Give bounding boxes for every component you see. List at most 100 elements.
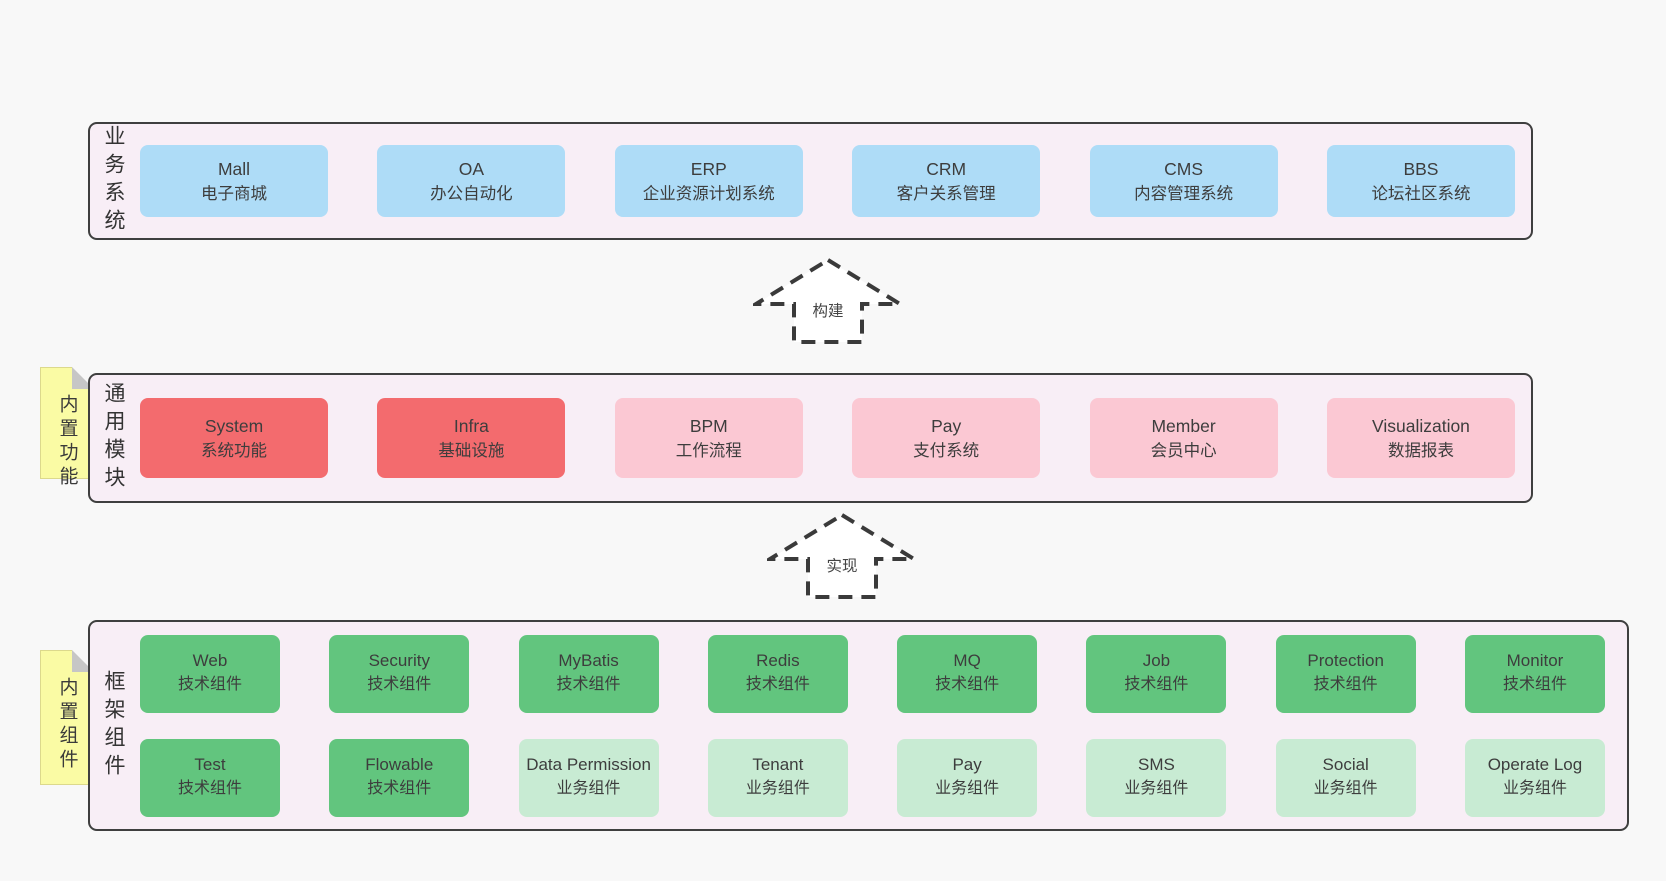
box-monitor: Monitor 技术组件 [1464, 634, 1605, 713]
box-flowable: Flowable 技术组件 [329, 738, 470, 817]
box-title: CRM [926, 158, 967, 179]
layer-label-framework-components: 框架组件 [102, 669, 125, 782]
sticky-note-text: 内置组件 [56, 677, 78, 773]
box-subtitle: 技术组件 [745, 675, 810, 693]
layer-framework-components: 框架组件 Web 技术组件 Security 技术组件 MyBatis 技术组件… [88, 620, 1629, 831]
box-title: Infra [453, 415, 489, 436]
box-title: Flowable [365, 755, 434, 775]
box-bpm: BPM 工作流程 [614, 398, 803, 478]
box-subtitle: 会员中心 [1150, 441, 1217, 460]
box-operate-log: Operate Log 业务组件 [1464, 738, 1605, 817]
box-pay: Pay 支付系统 [852, 398, 1041, 478]
box-subtitle: 技术组件 [177, 675, 242, 693]
box-redis: Redis 技术组件 [707, 634, 848, 713]
box-subtitle: 业务组件 [1124, 779, 1189, 797]
box-title: Tenant [752, 755, 804, 775]
box-member: Member 会员中心 [1089, 398, 1278, 478]
box-title: Job [1142, 651, 1171, 671]
sticky-note-built-in-components: 内置组件 [40, 650, 94, 785]
implement-arrow: 实现 [767, 512, 917, 600]
box-subtitle: 论坛社区系统 [1371, 184, 1471, 203]
box-mq: MQ 技术组件 [897, 634, 1038, 713]
layer-label-business-systems: 业务系统 [102, 125, 125, 237]
box-subtitle: 业务组件 [935, 779, 1000, 797]
box-subtitle: 工作流程 [675, 441, 742, 460]
layer-label-common-modules: 通用模块 [102, 382, 125, 494]
component-row-1: Web 技术组件 Security 技术组件 MyBatis 技术组件 Redi… [140, 634, 1605, 713]
box-title: MyBatis [558, 651, 619, 671]
box-subtitle: 技术组件 [935, 675, 1000, 693]
box-subtitle: 系统功能 [201, 441, 267, 460]
box-title: ERP [690, 158, 727, 179]
module-boxes-row: System 系统功能 Infra 基础设施 BPM 工作流程 Pay 支付系统… [140, 398, 1515, 478]
implement-arrow-label: 实现 [822, 553, 862, 578]
box-web: Web 技术组件 [140, 634, 280, 713]
box-social: Social 业务组件 [1275, 738, 1416, 817]
box-visualization: Visualization 数据报表 [1326, 398, 1515, 478]
box-protection: Protection 技术组件 [1275, 634, 1416, 713]
box-sms: SMS 业务组件 [1086, 738, 1227, 817]
box-pay-component: Pay 业务组件 [897, 738, 1038, 817]
box-title: Test [194, 755, 226, 775]
box-security: Security 技术组件 [329, 634, 470, 713]
box-subtitle: 支付系统 [913, 441, 980, 460]
box-title: Redis [756, 651, 800, 671]
box-job: Job 技术组件 [1086, 634, 1227, 713]
box-title: Pay [952, 755, 982, 775]
box-title: BPM [689, 415, 728, 436]
box-subtitle: 技术组件 [367, 675, 432, 693]
box-title: MQ [953, 651, 981, 671]
box-subtitle: 技术组件 [1313, 675, 1378, 693]
box-title: OA [458, 158, 485, 179]
box-title: BBS [1403, 158, 1439, 179]
box-data-permission: Data Permission 业务组件 [518, 738, 659, 817]
box-oa: OA 办公自动化 [377, 145, 566, 217]
component-boxes-grid: Web 技术组件 Security 技术组件 MyBatis 技术组件 Redi… [140, 634, 1605, 817]
box-title: Social [1322, 755, 1369, 775]
box-subtitle: 技术组件 [177, 779, 242, 797]
box-subtitle: 基础设施 [438, 441, 505, 460]
box-title: Operate Log [1487, 755, 1583, 775]
sticky-note-built-in-features: 内置功能 [40, 367, 94, 490]
box-subtitle: 客户关系管理 [896, 184, 996, 203]
box-title: Visualization [1371, 415, 1470, 436]
box-title: Member [1151, 415, 1216, 436]
box-title: Monitor [1506, 651, 1564, 671]
box-tenant: Tenant 业务组件 [707, 738, 848, 817]
box-subtitle: 内容管理系统 [1134, 184, 1234, 203]
box-subtitle: 业务组件 [556, 779, 621, 797]
box-title: Protection [1307, 651, 1384, 671]
box-subtitle: 数据报表 [1387, 441, 1454, 460]
box-subtitle: 技术组件 [556, 675, 621, 693]
box-subtitle: 电子商城 [201, 184, 267, 203]
business-boxes-row: Mall 电子商城 OA 办公自动化 ERP 企业资源计划系统 CRM 客户关系… [140, 145, 1515, 217]
box-erp: ERP 企业资源计划系统 [614, 145, 803, 217]
box-subtitle: 企业资源计划系统 [642, 184, 775, 203]
box-subtitle: 业务组件 [1313, 779, 1378, 797]
box-title: SMS [1137, 755, 1175, 775]
box-title: Data Permission [526, 755, 651, 775]
box-subtitle: 技术组件 [1502, 675, 1567, 693]
box-system: System 系统功能 [140, 398, 328, 478]
box-title: CMS [1164, 158, 1203, 179]
box-title: Security [368, 651, 430, 671]
build-arrow-label: 构建 [808, 298, 848, 323]
box-mybatis: MyBatis 技术组件 [518, 634, 659, 713]
box-subtitle: 业务组件 [745, 779, 810, 797]
build-arrow: 构建 [753, 257, 903, 345]
box-title: System [204, 415, 264, 436]
layer-common-modules: 通用模块 System 系统功能 Infra 基础设施 BPM 工作流程 Pay… [88, 373, 1533, 503]
box-title: Mall [217, 158, 251, 179]
box-title: Web [192, 651, 228, 671]
box-infra: Infra 基础设施 [377, 398, 566, 478]
box-subtitle: 业务组件 [1502, 779, 1567, 797]
box-bbs: BBS 论坛社区系统 [1326, 145, 1515, 217]
box-mall: Mall 电子商城 [140, 145, 328, 217]
box-title: Pay [931, 415, 962, 436]
box-crm: CRM 客户关系管理 [852, 145, 1041, 217]
component-row-2: Test 技术组件 Flowable 技术组件 Data Permission … [140, 738, 1605, 817]
box-test: Test 技术组件 [140, 738, 280, 817]
layer-business-systems: 业务系统 Mall 电子商城 OA 办公自动化 ERP 企业资源计划系统 CRM… [88, 122, 1533, 240]
box-subtitle: 技术组件 [367, 779, 432, 797]
box-subtitle: 技术组件 [1124, 675, 1189, 693]
